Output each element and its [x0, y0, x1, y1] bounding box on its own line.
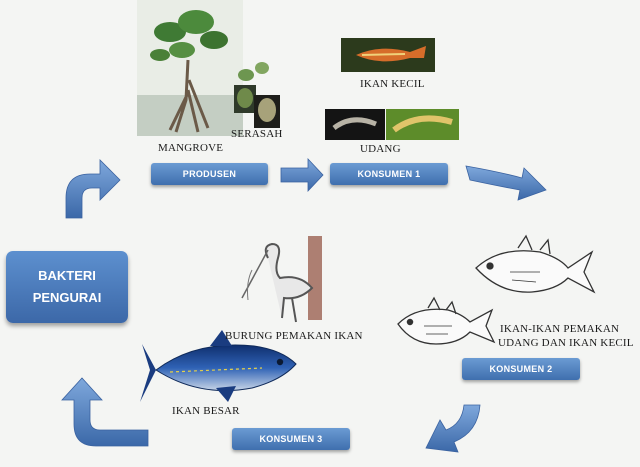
- arrow-konsumen1-to-konsumen2: [465, 165, 547, 201]
- label-ikan-kecil: IKAN KECIL: [360, 78, 425, 90]
- label-serasah: SERASAH: [231, 128, 283, 140]
- predator-fish-image-2: [397, 296, 496, 345]
- udang-image: [325, 109, 459, 140]
- label-predator-fish-line2: UDANG DAN IKAN KECIL: [498, 337, 634, 349]
- arrow-konsumen2-to-konsumen3: [425, 404, 481, 453]
- predator-fish-image-1: [475, 234, 596, 294]
- mangrove-image: [137, 0, 243, 136]
- label-mangrove: MANGROVE: [158, 142, 224, 154]
- stage-konsumen2: KONSUMEN 2: [462, 358, 580, 380]
- stage-konsumen1: KONSUMEN 1: [330, 163, 448, 185]
- arrow-produsen-to-konsumen1: [280, 157, 324, 193]
- decomposer-line2: PENGURAI: [32, 290, 102, 305]
- serasah-image: [234, 62, 280, 128]
- stage-konsumen3: KONSUMEN 3: [232, 428, 350, 450]
- tuna-image: [140, 330, 297, 402]
- label-burung: BURUNG PEMAKAN IKAN: [225, 330, 363, 342]
- label-ikan-besar: IKAN BESAR: [172, 405, 240, 417]
- label-predator-fish: IKAN-IKAN PEMAKAN UDANG DAN IKAN KECIL: [498, 322, 634, 350]
- heron-image: [241, 236, 322, 323]
- decomposer-box: BAKTERI PENGURAI: [6, 251, 128, 323]
- label-predator-fish-line1: IKAN-IKAN PEMAKAN: [500, 323, 620, 335]
- arrow-decomposer-to-produsen: [65, 159, 121, 219]
- arrow-konsumen3-to-decomposer: [61, 377, 149, 447]
- stage-produsen: PRODUSEN: [151, 163, 268, 185]
- ikan-kecil-image: [341, 38, 435, 72]
- decomposer-line1: BAKTERI: [38, 268, 96, 283]
- label-udang: UDANG: [360, 143, 401, 155]
